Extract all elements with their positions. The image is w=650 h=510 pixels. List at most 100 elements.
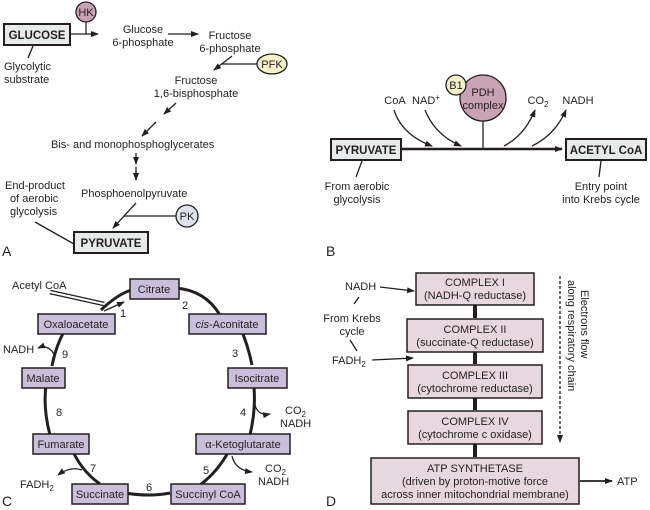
pk-enzyme-circle (175, 204, 199, 228)
step-4: 4 (240, 407, 246, 419)
acetyl-note-leader (598, 160, 602, 178)
atp-synthetase-desc-1: (driven by proton-motive force (402, 476, 548, 488)
co2-step5-text: CO (265, 463, 282, 475)
nad-superscript: + (435, 93, 440, 102)
glucose-note-leader (27, 45, 34, 59)
nadh-step4-label: NADH (280, 418, 311, 430)
succinate-box (71, 483, 129, 505)
cis-aconitate-text: -Aconitate (209, 319, 259, 331)
acetyl-coa-label: ACETYL CoA (570, 145, 643, 157)
succinate-label: Succinate (76, 489, 124, 501)
pyruvate-note-leader (34, 221, 75, 245)
f6p-line-1: Fructose (209, 30, 252, 42)
from-krebs-line-2: cycle (339, 326, 364, 338)
co2-step5-label: CO2 (265, 463, 287, 477)
b1-label: B1 (449, 80, 462, 92)
fadh-input-text: FADH (332, 355, 361, 367)
co2-subscript-b: 2 (544, 100, 549, 109)
b1-cofactor-circle (445, 74, 467, 96)
pyruvate-note-1: End-product (5, 180, 65, 192)
cycle-arc-citrate-cis (174, 286, 222, 316)
nadh-label-b: NADH (562, 95, 593, 107)
oxaloacetate-box (37, 313, 116, 335)
succinyl-coa-label: Succinyl CoA (175, 489, 241, 501)
isocitrate-box (227, 367, 288, 389)
pyruvate-label-b: PYRUVATE (336, 145, 397, 157)
step-1: 1 (120, 308, 126, 320)
fadh-step7-arrow (57, 468, 83, 476)
ketoglutarate-label: α-Ketoglutarate (205, 439, 280, 451)
panel-a-glycolysis: GLUCOSE Glycolytic substrate HK Glucose … (2, 1, 288, 259)
g6p-line-2: 6-phosphate (112, 37, 173, 49)
pyruvate-b-note-leader (355, 160, 363, 178)
step-3: 3 (232, 348, 238, 360)
pyruvate-note-2: of aerobic (10, 193, 59, 205)
nadh-step9-arrow (37, 342, 55, 355)
fadh-step7-label: FADH2 (20, 479, 54, 493)
oxaloacetate-label: Oxaloacetate (44, 319, 109, 331)
step-5: 5 (203, 465, 209, 477)
panel-c-krebs-cycle: Acetyl CoA Citrate cis-Aconitate Isocitr… (2, 278, 311, 509)
hk-enzyme-circle (75, 1, 97, 23)
pyruvate-note-3: glycolysis (10, 206, 58, 218)
complex-3-desc: (cytochrome reductase) (417, 383, 533, 395)
nadh-input-label: NADH (345, 281, 376, 293)
pfk-enzyme-ellipse (256, 53, 288, 75)
isocitrate-label: Isocitrate (235, 373, 280, 385)
panel-label-a: A (2, 243, 12, 259)
complex-4-name: COMPLEX IV (441, 416, 509, 428)
acetyl-note-1: Entry point (575, 181, 628, 193)
g6p-line-1: Glucose (123, 24, 163, 36)
krebs-leader-bottom (349, 339, 358, 352)
pyruvate-b-note-2: glycolysis (333, 194, 381, 206)
electron-flow-line-2: along respiratory chain (565, 280, 577, 391)
acetyl-note-2: into Krebs cycle (562, 194, 640, 206)
f16bp-line-1: Fructose (175, 75, 218, 87)
step-7: 7 (90, 463, 96, 475)
pyruvate-box-a (73, 231, 149, 254)
pk-label: PK (180, 211, 195, 223)
panel-b-pdh: PYRUVATE From aerobic glycolysis ACETYL … (325, 74, 647, 259)
f16bp-arrow-2 (141, 121, 157, 137)
complex-2-desc: (succinate-Q reductase) (416, 337, 533, 349)
acetyl-coa-box (565, 138, 647, 161)
complex-3-box (407, 364, 543, 399)
cis-prefix: cis (196, 319, 210, 331)
nadh-input-arrow (379, 286, 415, 294)
succinyl-coa-box (170, 483, 246, 505)
panel-label-b: B (326, 243, 335, 259)
electron-flow-line-1: Electrons flow (578, 290, 590, 359)
co2-step4-text: CO (285, 405, 302, 417)
step-6: 6 (146, 482, 152, 494)
malate-label: Malate (26, 373, 59, 385)
pdh-line-1: PDH (471, 87, 494, 99)
glucose-note-2: substrate (4, 74, 49, 86)
step-8: 8 (56, 407, 62, 419)
fadh-input-sub: 2 (361, 360, 366, 369)
coa-label: CoA (384, 95, 406, 107)
complex-2-box (406, 318, 544, 353)
co2-output-arrow (503, 109, 536, 147)
panel-label-c: C (2, 493, 12, 509)
step5-output-arrow (231, 455, 253, 475)
nad-label: NAD+ (412, 93, 440, 107)
step-2: 2 (182, 300, 188, 312)
co2-label-b: CO2 (528, 95, 550, 109)
ketoglutarate-box (195, 433, 291, 455)
citrate-label: Citrate (138, 284, 170, 296)
nadh-step9-label: NADH (3, 344, 34, 356)
co2-step4-sub: 2 (302, 410, 307, 419)
complex-1-box (415, 272, 535, 306)
coa-input-arrow (393, 109, 433, 147)
atp-label: ATP (617, 476, 638, 488)
from-krebs-line-1: From Krebs (323, 313, 381, 325)
cis-aconitate-box (188, 313, 267, 335)
acetyl-coa-input-label: Acetyl CoA (12, 280, 67, 292)
f6p-line-2: 6-phosphate (199, 43, 260, 55)
fadh-step7-text: FADH (20, 479, 49, 491)
pep-label: Phosphoenolpyruvate (81, 188, 187, 200)
pyruvate-label-a: PYRUVATE (81, 238, 142, 250)
complex-2-name: COMPLEX II (444, 324, 507, 336)
complex-1-name: COMPLEX I (445, 277, 505, 289)
step-9: 9 (62, 349, 68, 361)
